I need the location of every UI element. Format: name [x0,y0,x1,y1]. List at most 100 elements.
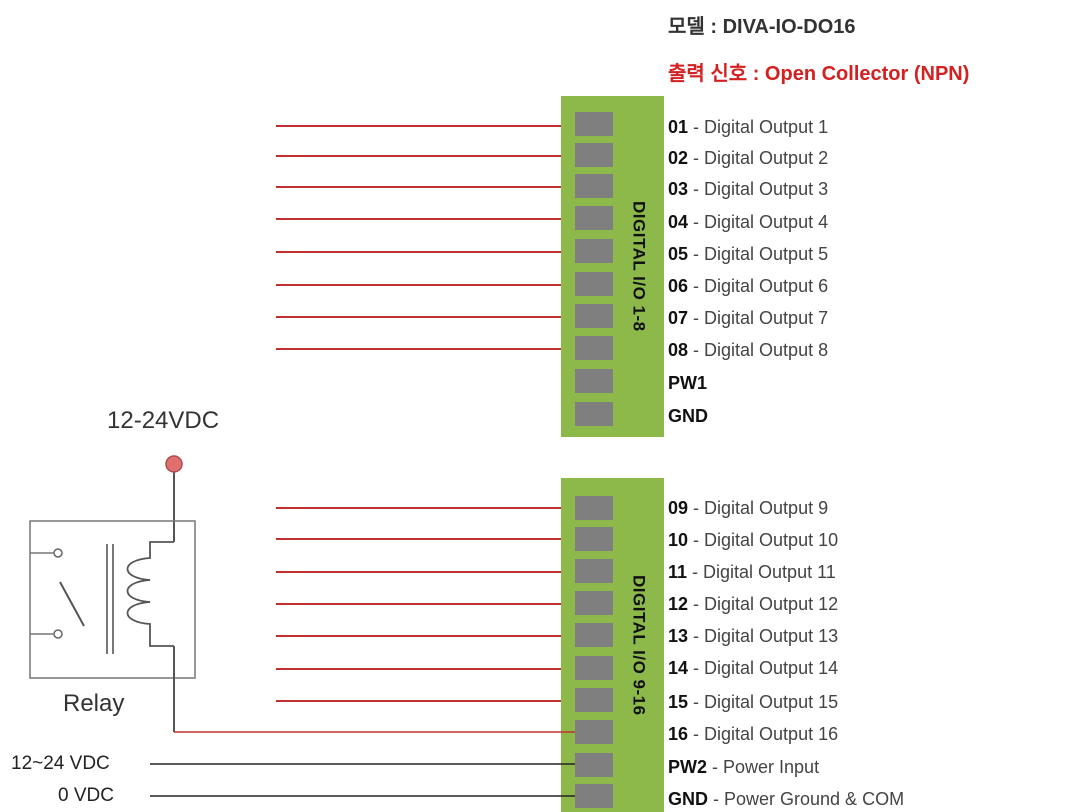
terminal-pin: 06 [668,276,689,296]
signal-wire [276,700,575,702]
terminal-block-9-16: DIGITAL I/O 9-16 [561,478,664,812]
terminal-pin: 11 [668,562,688,582]
terminal-desc: - Digital Output 3 [688,179,829,199]
terminal-label: 13 - Digital Output 13 [668,625,838,647]
terminal-slot [575,720,613,744]
signal-wire [276,507,575,509]
terminal-label: 08 - Digital Output 8 [668,339,828,361]
terminal-desc: - Digital Output 12 [688,594,839,614]
terminal-desc: - Power Input [707,757,820,777]
terminal-pin: 02 [668,148,689,168]
terminal-pin: 13 [668,626,689,646]
terminal-label: 03 - Digital Output 3 [668,178,828,200]
terminal-label: 10 - Digital Output 10 [668,529,838,551]
signal-wire [276,635,575,637]
signal-wire [276,571,575,573]
block-label-wrap: DIGITAL I/O 9-16 [613,478,664,812]
block-label: DIGITAL I/O 1-8 [629,201,649,332]
terminal-slot [575,112,613,136]
terminal-slot [575,527,613,551]
terminal-desc: - Digital Output 6 [688,276,829,296]
terminal-desc: - Digital Output 2 [688,148,829,168]
terminal-pin: 07 [668,308,689,328]
supply-node-icon [165,455,183,473]
terminal-desc: - Digital Output 7 [688,308,829,328]
signal-wire [276,251,575,253]
terminal-pin: 01 [668,117,689,137]
model-title: 모델 : DIVA-IO-DO16 [668,16,856,38]
terminal-slot [575,336,613,360]
terminal-label: 05 - Digital Output 5 [668,243,828,265]
terminal-desc: - Digital Output 8 [688,340,829,360]
terminal-label: 12 - Digital Output 12 [668,593,838,615]
terminal-slot [575,656,613,680]
relay-switch-arm-icon [59,581,85,627]
terminal-label: 11 - Digital Output 11 [668,561,836,583]
signal-wire [276,218,575,220]
terminal-slot [575,784,613,808]
signal-wire [276,348,575,350]
terminal-desc: - Power Ground & COM [708,789,905,809]
terminal-slot [575,559,613,583]
relay-coil-icon [126,541,174,647]
signal-wire [276,284,575,286]
terminal-slot [575,174,613,198]
terminal-slot [575,272,613,296]
terminal-label: 07 - Digital Output 7 [668,307,828,329]
block-label: DIGITAL I/O 9-16 [629,574,649,716]
terminal-label: 01 - Digital Output 1 [668,116,828,138]
terminal-slot [575,688,613,712]
terminal-label: 02 - Digital Output 2 [668,147,828,169]
terminal-pin: 09 [668,498,689,518]
terminal-desc: - Digital Output 10 [688,530,839,550]
terminal-pin: 15 [668,692,689,712]
block-label-wrap: DIGITAL I/O 1-8 [613,96,664,437]
relay-label: Relay [63,690,125,717]
terminal-slot [575,623,613,647]
terminal-desc: - Digital Output 1 [688,117,829,137]
terminal-pin: GND [668,406,708,426]
terminal-pin: 16 [668,724,689,744]
terminal-label: GND - Power Ground & COM [668,788,904,810]
power-ground-label: 0 VDC [58,785,114,806]
terminal-slot [575,496,613,520]
signal-wire [276,186,575,188]
terminal-slot [575,143,613,167]
terminal-pin: 10 [668,530,689,550]
terminal-slot [575,369,613,393]
output-signal-title: 출력 신호 : Open Collector (NPN) [668,63,970,85]
terminal-pin: 03 [668,179,689,199]
terminal-pin: 08 [668,340,689,360]
terminal-desc: - Digital Output 14 [688,658,839,678]
terminal-block-1-8: DIGITAL I/O 1-8 [561,96,664,437]
terminal-desc: - Digital Output 16 [688,724,839,744]
relay-supply-label: 12-24VDC [107,407,220,434]
terminal-pin: PW2 [668,757,708,777]
terminal-label: 04 - Digital Output 4 [668,211,828,233]
terminal-pin: 04 [668,212,689,232]
terminal-label: GND [668,405,708,427]
relay-box [29,520,196,679]
signal-wire [276,155,575,157]
signal-wire [276,125,575,127]
power-positive-label: 12~24 VDC [11,753,110,774]
terminal-label: 06 - Digital Output 6 [668,275,828,297]
terminal-pin: PW1 [668,373,708,393]
terminal-pin: 12 [668,594,689,614]
terminal-pin: 14 [668,658,689,678]
signal-wire [276,316,575,318]
signal-wire [276,603,575,605]
terminal-pin: 05 [668,244,689,264]
terminal-slot [575,206,613,230]
terminal-label: PW1 [668,372,707,394]
terminal-slot [575,591,613,615]
terminal-desc: - Digital Output 4 [688,212,829,232]
terminal-slot [575,239,613,263]
terminal-desc: - Digital Output 5 [688,244,829,264]
terminal-desc: - Digital Output 9 [688,498,829,518]
terminal-desc: - Digital Output 11 [687,562,836,582]
terminal-slot [575,402,613,426]
relay-contact-icon [53,548,63,558]
